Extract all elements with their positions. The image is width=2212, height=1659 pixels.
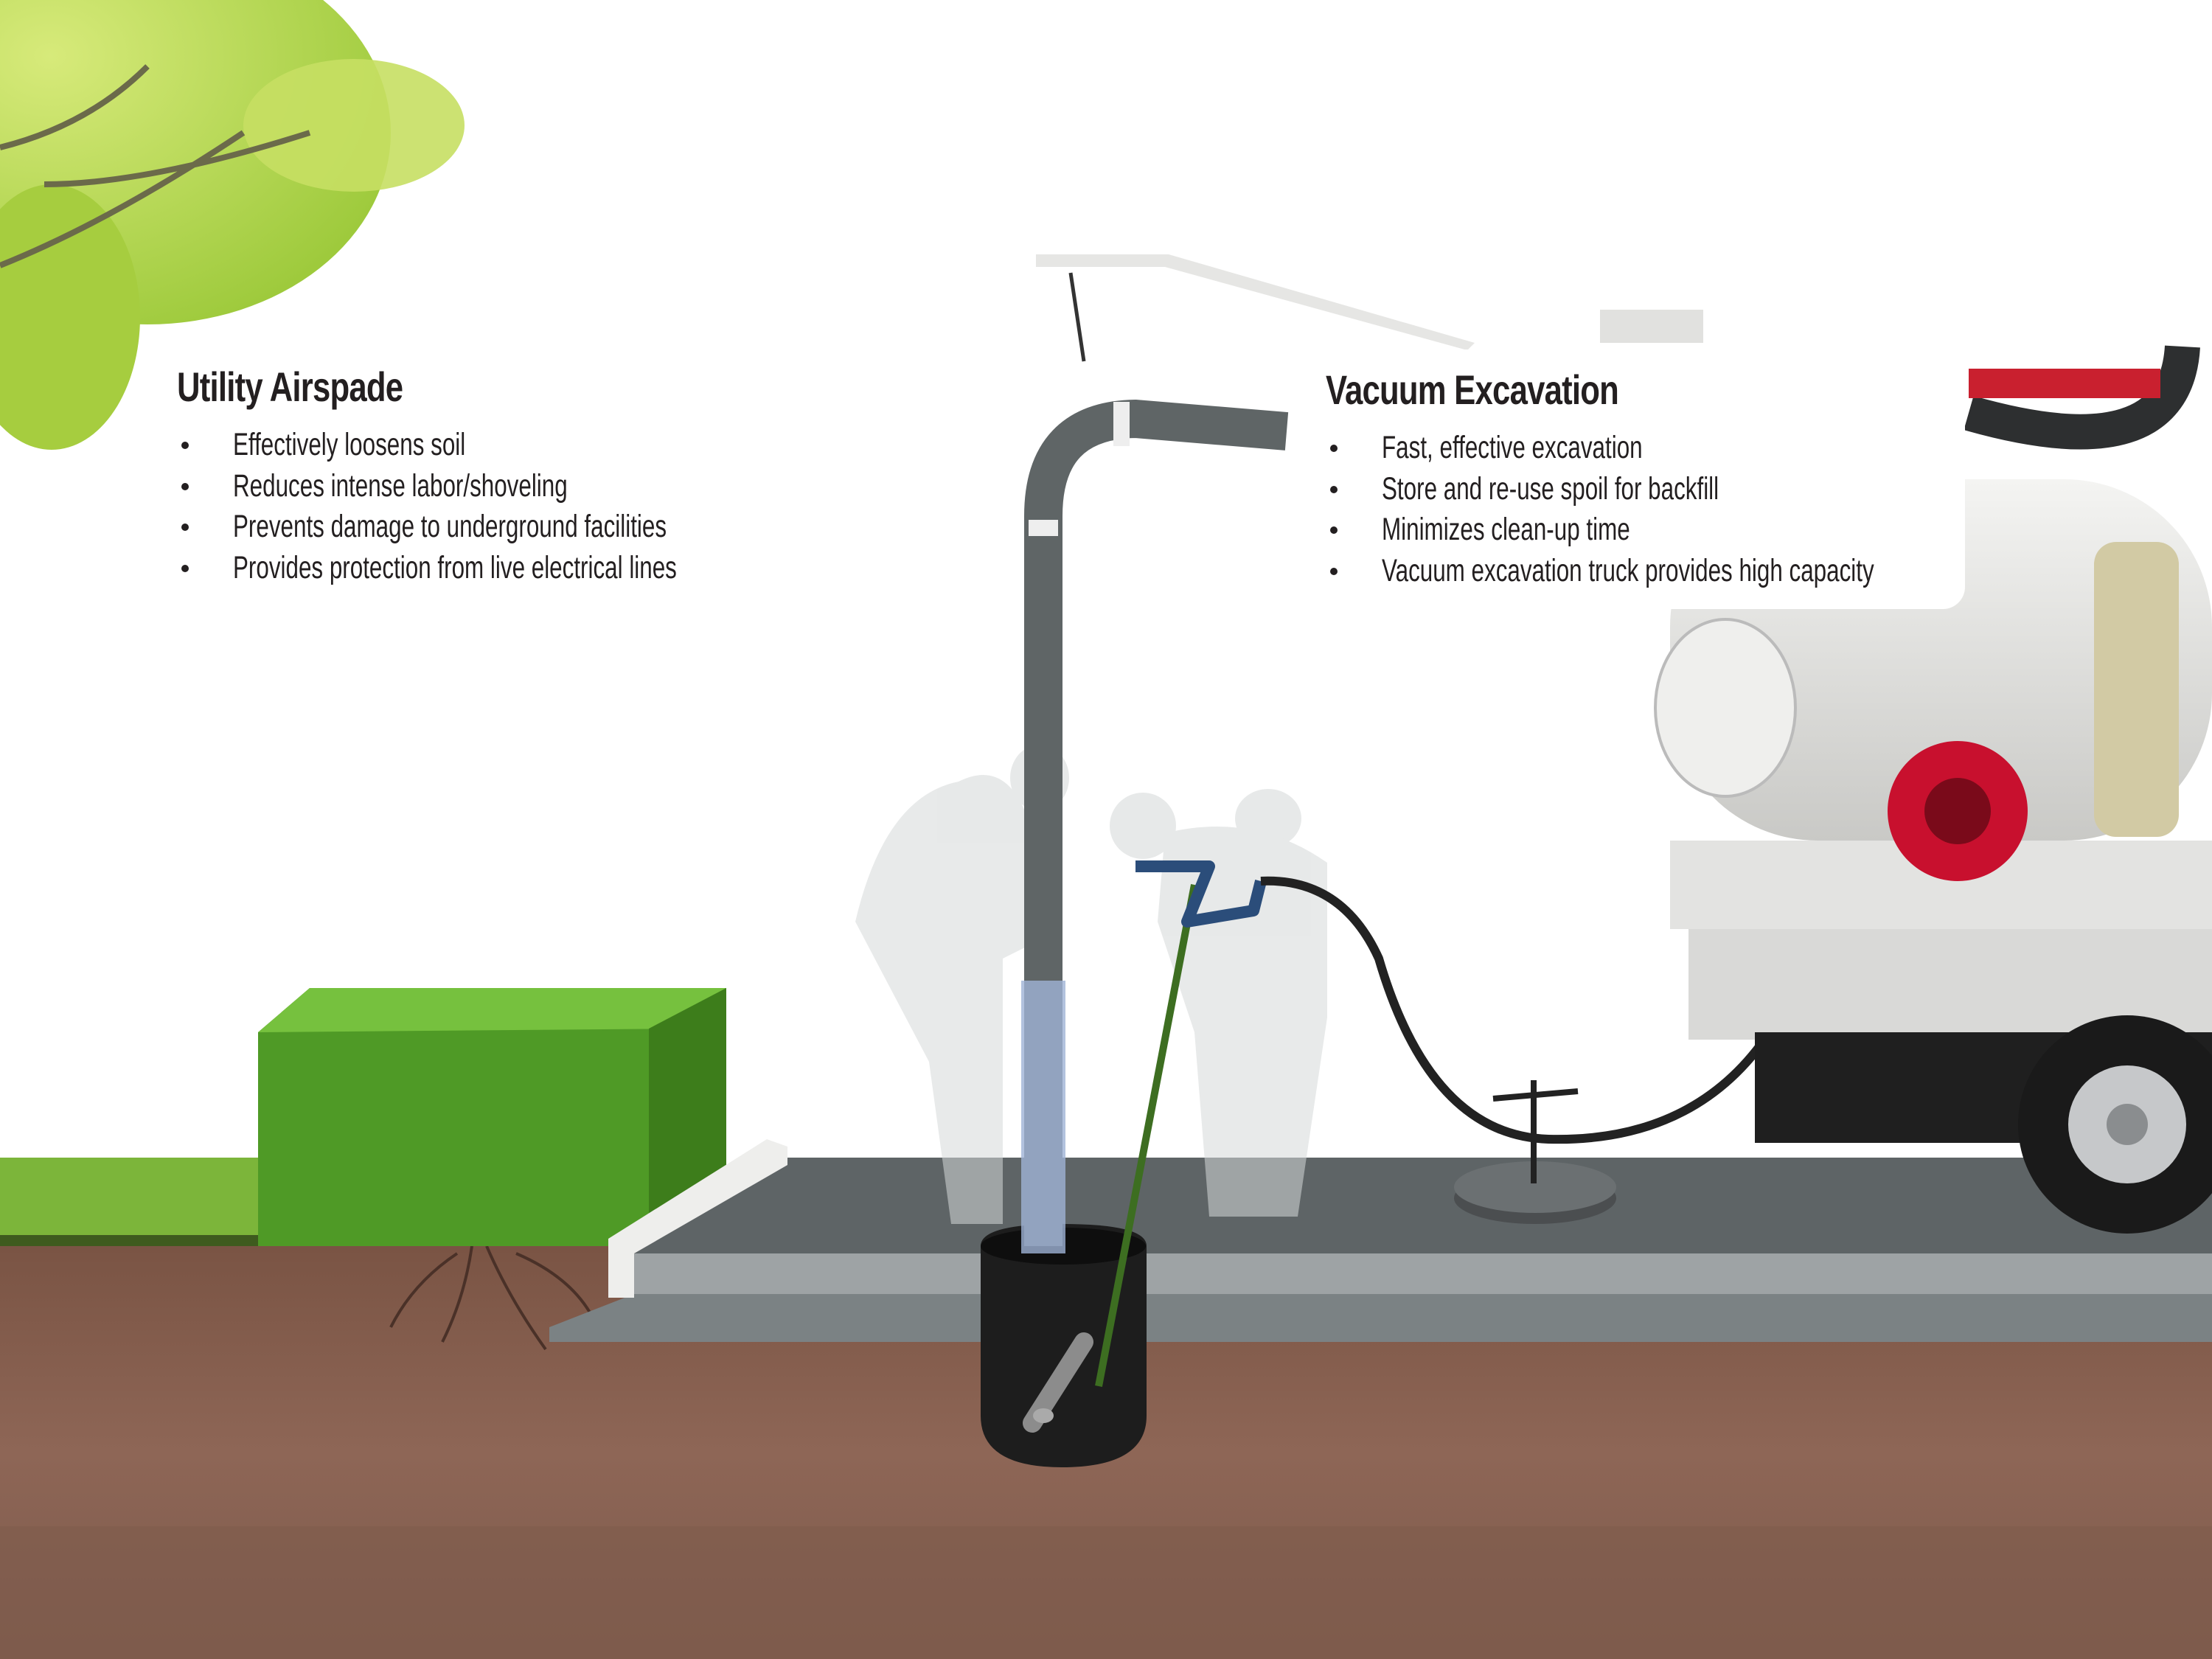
airspade-info-box: Utility Airspade Effectively loosens soi…: [140, 347, 774, 612]
bullet-text: Effectively loosens soil: [233, 427, 466, 462]
bullet-text: Provides protection from live electrical…: [233, 549, 677, 585]
bullet-icon: [1330, 445, 1338, 452]
bullet-text: Prevents damage to underground facilitie…: [233, 509, 667, 544]
vacuum-hose: [1021, 399, 1289, 1253]
vacuum-title: Vacuum Excavation: [1326, 366, 1619, 413]
bullet-icon: [1330, 485, 1338, 493]
hedge-roots: [389, 1245, 591, 1351]
hedge: [258, 988, 726, 1246]
bullet-icon: [181, 524, 189, 531]
truck-wheel: [2018, 1015, 2212, 1234]
bullet-text: Fast, effective excavation: [1382, 430, 1643, 465]
bullet-icon: [1330, 526, 1338, 534]
buried-pipe: [1033, 1408, 1054, 1423]
bullet-icon: [181, 564, 189, 572]
bullet-text: Minimizes clean-up time: [1382, 512, 1630, 547]
valve-box: [1454, 1080, 1616, 1224]
pavement: [549, 1139, 2212, 1342]
vacuum-info-box: Vacuum Excavation Fast, effective excava…: [1290, 349, 1965, 609]
bullet-icon: [1330, 567, 1338, 575]
bullet-text: Reduces intense labor/shoveling: [233, 467, 568, 504]
tree-foliage: [0, 0, 465, 450]
truck-boom: [1036, 254, 1703, 362]
bullet-icon: [181, 482, 189, 490]
airspade-title: Utility Airspade: [177, 364, 403, 410]
bullet-text: Store and re-use spoil for backfill: [1382, 470, 1719, 507]
bullet-text: Vacuum excavation truck provides high ca…: [1382, 552, 1874, 588]
workers: [855, 745, 1327, 1224]
bullet-icon: [181, 442, 189, 449]
